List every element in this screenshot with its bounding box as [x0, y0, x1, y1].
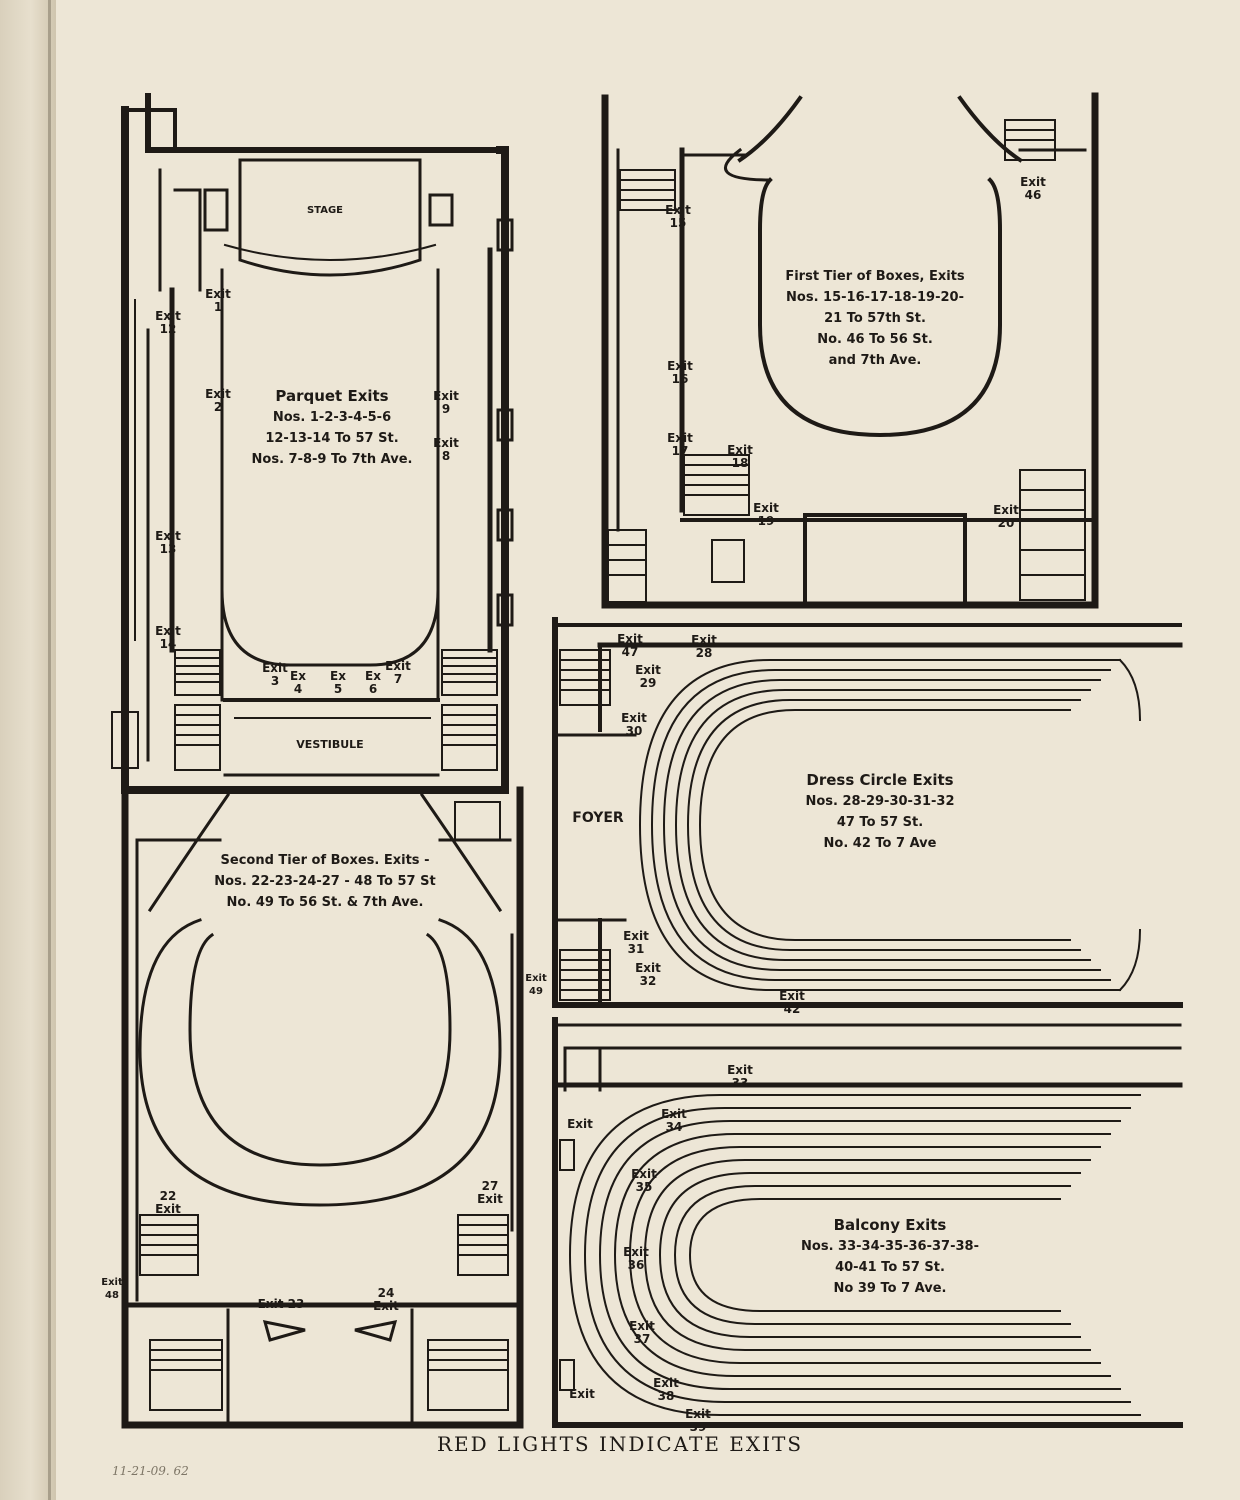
exit-35-label: Exit 35 [631, 1167, 657, 1194]
dress-circle-line-3: No. 42 To 7 Ave [823, 836, 937, 851]
footer-caption: RED LIGHTS INDICATE EXITS [436, 1432, 804, 1456]
parquet-line-3: Nos. 7-8-9 To 7th Ave. [251, 452, 413, 467]
exit-12-label: Exit 12 [155, 309, 181, 336]
exit-7-label: Exit 7 [385, 659, 411, 686]
first-tier-line-3: No. 46 To 56 St. [817, 332, 933, 347]
vestibule-label: VESTIBULE [296, 738, 364, 751]
balcony-plan [552, 1017, 1183, 1428]
exit-14-label: Exit 14 [155, 624, 181, 651]
exit-40-label: Exit [567, 1117, 593, 1131]
exit-27-label: 27 Exit [477, 1179, 503, 1206]
exit-41-label: Exit [569, 1387, 595, 1401]
exit-37-label: Exit 37 [629, 1319, 655, 1346]
parquet-line-1: Nos. 1-2-3-4-5-6 [272, 410, 392, 425]
foyer-label: FOYER [572, 810, 624, 826]
first-tier-exits-block: First Tier of Boxes, Exits Nos. 15-16-17… [770, 266, 980, 371]
first-tier-line-1: Nos. 15-16-17-18-19-20- [786, 290, 964, 305]
exit-39-label: Exit 39 [685, 1407, 711, 1434]
exit-2-label: Exit 2 [205, 387, 231, 414]
balcony-line-3: No 39 To 7 Ave. [833, 1281, 947, 1296]
stage-label: STAGE [306, 205, 344, 216]
exit-24-label: 24 Exit [373, 1286, 399, 1313]
exit-30-label: Exit 30 [621, 711, 647, 738]
exit-42-label: Exit 42 [779, 989, 805, 1016]
catalog-note: 11-21-09. 62 [112, 1464, 189, 1478]
exit-18-label: Exit 18 [727, 443, 753, 470]
exit-49-label: Exit 49 [525, 973, 547, 997]
binding-edge [48, 0, 51, 1500]
first-tier-line-4: and 7th Ave. [828, 353, 922, 368]
exit-6-label: Ex 6 [365, 669, 381, 696]
exit-33-label: Exit 33 [727, 1063, 753, 1090]
exit-5-label: Ex 5 [330, 669, 346, 696]
exit-47-label: Exit 47 [617, 632, 643, 659]
binding-spine [0, 0, 56, 1500]
dress-circle-title: Dress Circle Exits [806, 771, 954, 789]
exit-3-label: Exit 3 [262, 661, 288, 688]
exit-32-label: Exit 32 [635, 961, 661, 988]
exit-8-label: Exit 8 [433, 436, 459, 463]
exit-16-label: Exit 16 [667, 359, 693, 386]
exit-31-label: Exit 31 [623, 929, 649, 956]
exit-23-label: Exit 23 [257, 1297, 305, 1311]
exit-34-label: Exit 34 [661, 1107, 687, 1134]
exit-9-label: Exit 9 [433, 389, 459, 416]
exit-36-label: Exit 36 [623, 1245, 649, 1272]
first-tier-line-2: 21 To 57th St. [824, 311, 926, 326]
exit-13-label: Exit 13 [155, 529, 181, 556]
first-tier-plan [601, 92, 1099, 609]
dress-circle-exits-block: Dress Circle Exits Nos. 28-29-30-31-32 4… [770, 770, 990, 854]
exit-19-label: Exit 19 [753, 501, 779, 528]
exit-1-label: Exit 1 [205, 287, 231, 314]
balcony-title: Balcony Exits [833, 1216, 947, 1234]
exit-48-label: Exit 48 [101, 1277, 123, 1301]
dress-circle-line-2: 47 To 57 St. [836, 815, 924, 830]
parquet-exits-block: Parquet Exits Nos. 1-2-3-4-5-6 12-13-14 … [232, 386, 432, 470]
exit-28-label: Exit 28 [691, 633, 717, 660]
dress-circle-plan [552, 617, 1183, 1008]
second-tier-title: Second Tier of Boxes. Exits - [220, 853, 430, 868]
exit-20-label: Exit 20 [993, 503, 1019, 530]
exit-17-label: Exit 17 [667, 431, 693, 458]
parquet-plan [111, 93, 514, 794]
exit-4-label: Ex 4 [290, 669, 306, 696]
exit-15-label: Exit 15 [665, 203, 691, 230]
parquet-line-2: 12-13-14 To 57 St. [265, 431, 399, 446]
balcony-line-2: 40-41 To 57 St. [835, 1260, 945, 1275]
second-tier-line-1: Nos. 22-23-24-27 - 48 To 57 St [214, 874, 436, 889]
balcony-exits-block: Balcony Exits Nos. 33-34-35-36-37-38- 40… [790, 1215, 990, 1299]
exit-38-label: Exit 38 [653, 1376, 679, 1403]
second-tier-exits-block: Second Tier of Boxes. Exits - Nos. 22-23… [175, 850, 475, 913]
first-tier-title: First Tier of Boxes, Exits [785, 269, 965, 284]
second-tier-plan [121, 786, 524, 1429]
second-tier-line-2: No. 49 To 56 St. & 7th Ave. [226, 895, 424, 910]
parquet-title: Parquet Exits [275, 387, 389, 405]
balcony-line-1: Nos. 33-34-35-36-37-38- [801, 1239, 979, 1254]
exit-46-label: Exit 46 [1020, 175, 1046, 202]
dress-circle-line-1: Nos. 28-29-30-31-32 [805, 794, 955, 809]
exit-22-label: 22 Exit [155, 1189, 181, 1216]
exit-29-label: Exit 29 [635, 663, 661, 690]
